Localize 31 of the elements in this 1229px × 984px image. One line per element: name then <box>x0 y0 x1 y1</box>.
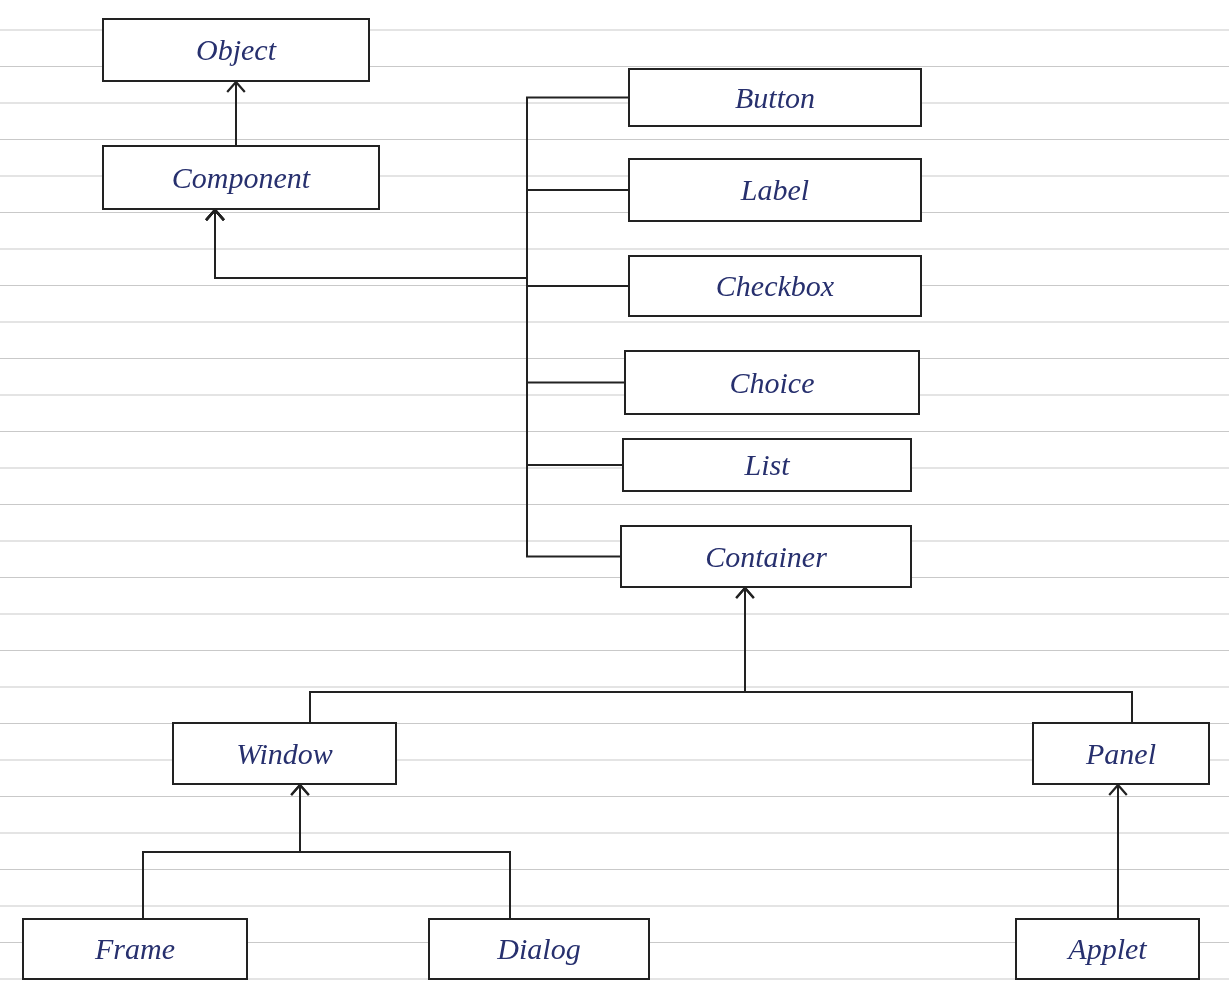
class-box <box>1015 918 1200 980</box>
class-name: Applet <box>1068 932 1147 966</box>
class-name: Choice <box>729 365 815 400</box>
class-box <box>428 918 650 980</box>
class-box <box>172 722 397 785</box>
class-box <box>628 158 922 222</box>
class-name: Checkbox <box>715 269 835 303</box>
class-name: Object <box>196 33 276 67</box>
inheritance-arrow <box>290 783 511 919</box>
class-box <box>22 918 248 980</box>
class-name: Label <box>740 173 810 207</box>
inheritance-arrow <box>1108 783 1128 919</box>
inheritance-arrow <box>205 208 621 558</box>
class-box <box>102 145 380 210</box>
class-name: Window <box>236 736 333 771</box>
class-name: List <box>744 448 790 482</box>
class-box <box>1032 722 1210 785</box>
class-name: Component <box>171 160 311 195</box>
class-box <box>102 18 370 82</box>
inheritance-arrow <box>735 586 1133 723</box>
class-name: Dialog <box>497 932 581 966</box>
class-box <box>620 525 912 588</box>
class-box <box>628 68 922 127</box>
class-name: Button <box>735 80 815 115</box>
inheritance-arrow <box>226 80 246 146</box>
class-box <box>628 255 922 317</box>
class-name: Panel <box>1086 736 1156 771</box>
class-box <box>624 350 920 415</box>
class-name: Container <box>705 539 827 574</box>
class-name: Frame <box>95 932 175 966</box>
class-box <box>622 438 912 492</box>
